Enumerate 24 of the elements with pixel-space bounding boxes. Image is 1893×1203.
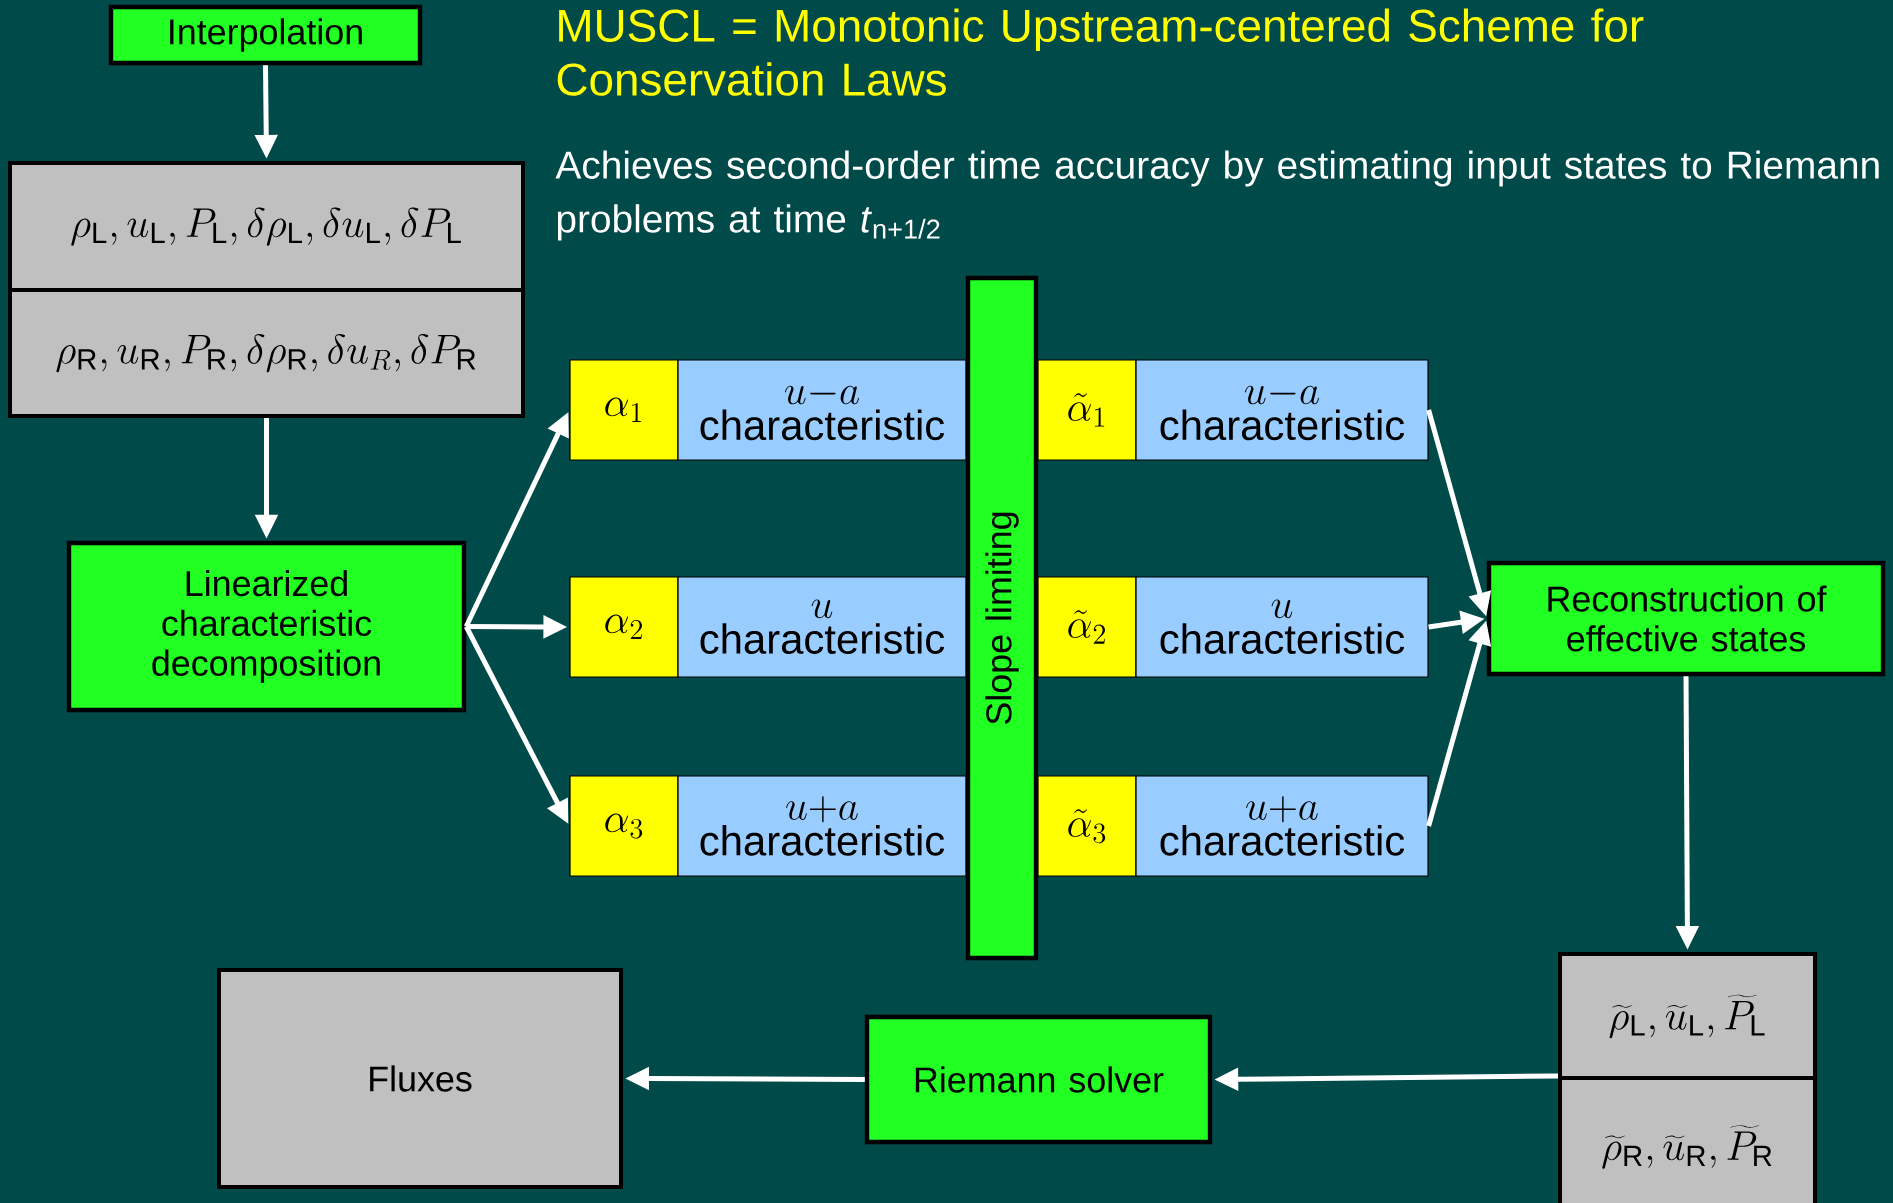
process-box: Interpolation [108, 4, 423, 66]
process-bar: Slope limiting [965, 275, 1039, 961]
state-box: $\widetilde{\rho}_{\mathrm{R}}, \widetilde{u}_{\mathrm{R}}, \widetilde{P}_{\mathrm{R}}$ [1558, 1076, 1817, 1203]
title: MUSCL = Monotonic Upstream-centered Scheme for Conservation Laws [557, 8, 1644, 96]
result-box: Fluxes [217, 968, 623, 1189]
process-box: Linearized characteristic decomposition [66, 540, 467, 713]
state-box: $\rho_{\mathrm{L}}, u_{\mathrm{L}}, P_{\mathrm{L}}, \delta\rho_{\mathrm{L}}, \delta u_{\mathrm{L}}, \delta P_{\mathrm{L}}$ [8, 161, 525, 292]
state-box: $\widetilde{\rho}_{\mathrm{L}}, \widetilde{u}_{\mathrm{L}}, \widetilde{P}_{\mathrm{L}}$ [1558, 952, 1817, 1080]
characteristic-box: $u$ characteristic [1135, 576, 1429, 678]
coefficient-box: $\tilde{\alpha}_{2}$ [1037, 576, 1137, 678]
state-box: $\rho_{\mathrm{R}}, u_{\mathrm{R}}, P_{\mathrm{R}}, \delta\rho_{\mathrm{R}}, \delta u_{R}, \delta P_{\mathrm{R}}$ [8, 288, 525, 418]
coefficient-box: $\tilde{\alpha}_{3}$ [1037, 775, 1137, 877]
coefficient-box: $\alpha_{1}$ [569, 359, 679, 461]
characteristic-box: $u{+}a$ characteristic [677, 775, 967, 877]
description-text: Achieves second-order time accuracy by estimating input states to Riemann problems at time t$_{n+1/2}$ [555, 150, 1879, 241]
characteristic-box: $u{+}a$ characteristic [1135, 775, 1429, 877]
coefficient-box: $\tilde{\alpha}_{1}$ [1037, 359, 1137, 461]
process-box: Reconstruction of effective states [1486, 560, 1886, 677]
characteristic-box: $u$ characteristic [677, 576, 967, 678]
characteristic-box: $u{-}a$ characteristic [1135, 359, 1429, 461]
coefficient-box: $\alpha_{2}$ [569, 576, 679, 678]
process-box: Riemann solver [864, 1014, 1213, 1145]
characteristic-box: $u{-}a$ characteristic [677, 359, 967, 461]
coefficient-box: $\alpha_{3}$ [569, 775, 679, 877]
